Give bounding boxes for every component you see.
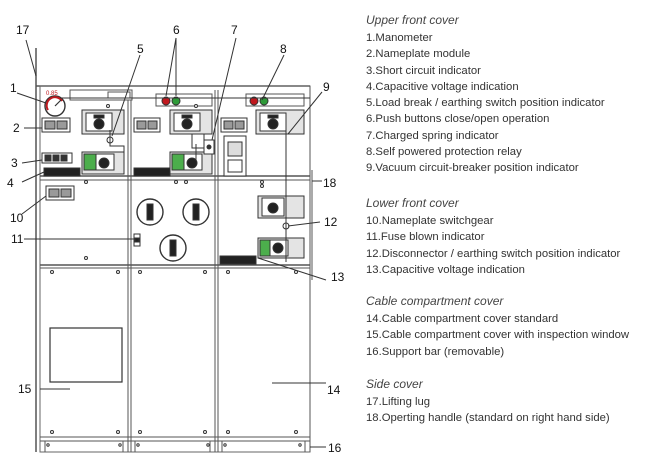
callout-4: 4 bbox=[7, 176, 14, 190]
nameplate-module bbox=[41, 117, 248, 133]
capacitive-voltage-strips bbox=[41, 152, 257, 265]
legend-item: 14.Cable compartment cover standard bbox=[366, 313, 559, 325]
legend-item: 7.Charged spring indicator bbox=[366, 129, 499, 142]
callout-13: 13 bbox=[331, 270, 345, 284]
legend-item: 3.Short circuit indicator bbox=[366, 64, 481, 77]
earthing-switch-indicators bbox=[81, 151, 213, 175]
legend-item: 9.Vacuum circuit-breaker position indica… bbox=[366, 162, 579, 175]
legend-item: 16.Support bar (removable) bbox=[366, 345, 505, 358]
legend-item: 11.Fuse blown indicator bbox=[366, 231, 485, 244]
callout-7: 7 bbox=[231, 23, 238, 37]
legend-heading: Lower front cover bbox=[366, 196, 459, 210]
legend-item: 17.Lifting lug bbox=[366, 396, 431, 408]
callout-12: 12 bbox=[324, 215, 338, 229]
legend-item: 5.Load break / earthing switch position … bbox=[366, 97, 605, 110]
legend-heading: Cable compartment cover bbox=[366, 294, 504, 308]
legend-section-upper-front-cover: Upper front cover 1.Manometer 2.Nameplat… bbox=[366, 13, 662, 177]
legend-item: 1.Manometer bbox=[366, 32, 433, 44]
callout-15: 15 bbox=[18, 382, 32, 396]
legend-item: 18.Operting handle (standard on right ha… bbox=[366, 412, 610, 425]
callout-16: 16 bbox=[328, 441, 342, 455]
legend-item: 13.Capacitive voltage indication bbox=[366, 263, 525, 276]
manometer: 0.85 bbox=[44, 91, 66, 117]
disconnector-indicators bbox=[257, 195, 305, 259]
indicator-lines bbox=[60, 97, 310, 262]
callout-6: 6 bbox=[173, 23, 180, 37]
callout-leaders bbox=[16, 37, 327, 448]
switch-position-indicators bbox=[81, 109, 305, 135]
legend-item: 12.Disconnector / earthing switch positi… bbox=[366, 247, 621, 260]
callout-9: 9 bbox=[323, 80, 330, 94]
legend-item: 10.Nameplate switchgear bbox=[366, 215, 494, 227]
legend-item: 4.Capacitive voltage indication bbox=[366, 80, 519, 93]
callout-8: 8 bbox=[280, 42, 287, 56]
callout-17: 17 bbox=[16, 23, 30, 37]
protection-relay bbox=[191, 133, 247, 177]
legend-heading: Upper front cover bbox=[366, 13, 459, 27]
callout-14: 14 bbox=[327, 383, 341, 397]
inspection-window bbox=[49, 327, 123, 383]
callout-3: 3 bbox=[11, 156, 18, 170]
legend-section-cable-compartment-cover: Cable compartment cover 14.Cable compart… bbox=[366, 294, 662, 360]
nameplate-switchgear bbox=[45, 185, 75, 201]
legend-section-side-cover: Side cover 17.Lifting lug 18.Operting ha… bbox=[366, 377, 662, 427]
legend-item: 6.Push buttons close/open operation bbox=[366, 113, 550, 126]
callout-18: 18 bbox=[323, 176, 337, 190]
callout-5: 5 bbox=[137, 42, 144, 56]
legend-item: 2.Nameplate module bbox=[366, 48, 471, 61]
manometer-scale-label: 0.85 bbox=[46, 91, 58, 97]
legend-heading: Side cover bbox=[366, 377, 423, 391]
fuse-holders bbox=[133, 198, 210, 262]
callout-labels: 17 1 2 3 4 10 11 5 6 7 8 9 18 12 13 15 1… bbox=[7, 23, 345, 455]
callout-10: 10 bbox=[10, 211, 24, 225]
legend-item: 8.Self powered protection relay bbox=[366, 146, 522, 159]
switchgear-cabinet bbox=[35, 48, 313, 453]
callout-1: 1 bbox=[10, 81, 17, 95]
push-buttons bbox=[161, 96, 269, 106]
callout-11: 11 bbox=[11, 232, 24, 246]
legend-item: 15.Cable compartment cover with inspecti… bbox=[366, 329, 630, 342]
legend-section-lower-front-cover: Lower front cover 10.Nameplate switchgea… bbox=[366, 196, 662, 278]
callout-2: 2 bbox=[13, 121, 20, 135]
